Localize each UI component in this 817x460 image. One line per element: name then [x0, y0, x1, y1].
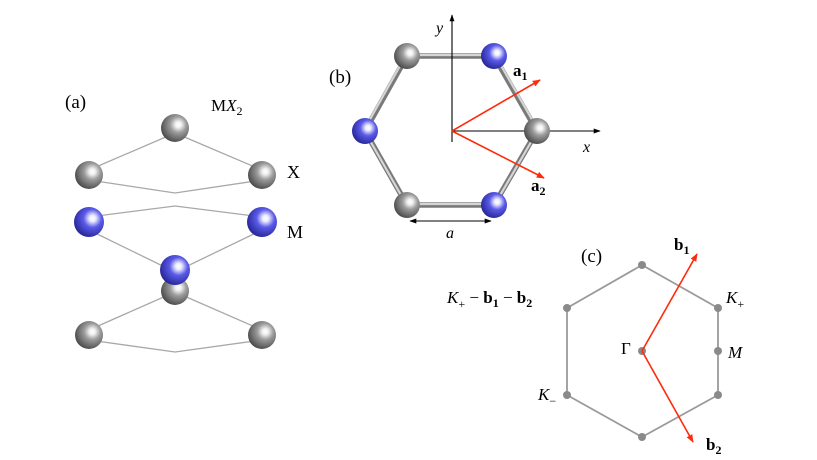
panel-b-label: (b): [329, 67, 351, 88]
x-atom: [524, 118, 550, 144]
a2-vector: [451, 130, 545, 179]
bottom-x-outline-lower: [88, 339, 263, 353]
a1-vector: [451, 79, 541, 132]
formula-label: MX2: [211, 96, 243, 118]
k-minus-point: [563, 391, 571, 399]
hexagon-bonds: [362, 53, 540, 208]
zone-corner-point: [638, 261, 646, 269]
x-atom: [161, 114, 189, 142]
x-axis-label: x: [582, 139, 590, 156]
k-minus-label: K−: [537, 385, 556, 408]
b2-vector: [641, 350, 694, 443]
m-atom: [352, 118, 378, 144]
b1-label: b1: [674, 235, 689, 257]
k-plus-label: K+: [725, 288, 744, 311]
m-point: [714, 347, 722, 355]
x-atom: [248, 161, 276, 189]
panel-c: (c) b1 b2 Γ M K+ K− K+ − b1 − b2: [446, 235, 744, 457]
panel-a-label: (a): [65, 92, 86, 113]
lattice-constant-label: a: [446, 225, 454, 242]
k-plus-point: [714, 304, 722, 312]
combo-point: [563, 304, 571, 312]
m-outline-upper: [88, 205, 263, 218]
combo-label: K+ − b1 − b2: [446, 288, 532, 311]
x-atom-label: X: [287, 162, 300, 182]
m-atom: [481, 192, 507, 218]
b1-vector: [641, 253, 698, 352]
m-atom: [74, 207, 104, 237]
x-atom: [248, 321, 276, 349]
m-atom: [247, 207, 277, 237]
x-atom: [394, 43, 420, 69]
panel-c-label: (c): [581, 246, 602, 267]
m-atom: [481, 43, 507, 69]
a1-label: a1: [513, 61, 528, 83]
panel-a: (a) MX2 X M: [65, 92, 303, 353]
zone-corner-point: [714, 391, 722, 399]
m-point-label: M: [727, 343, 743, 362]
x-atom: [75, 321, 103, 349]
x-atom: [75, 161, 103, 189]
x-atom: [394, 192, 420, 218]
b2-label: b2: [706, 435, 721, 457]
zone-corner-point: [638, 433, 646, 441]
a2-label: a2: [531, 176, 546, 198]
panel-b: (b) y x a1 a2: [329, 14, 601, 242]
m-atom: [160, 255, 190, 285]
y-axis-label: y: [434, 20, 444, 37]
m-atom-label: M: [287, 222, 303, 242]
gamma-label: Γ: [621, 339, 631, 358]
x-atom: [161, 277, 189, 305]
layer-outlines: [88, 132, 263, 353]
top-x-outline-lower: [88, 179, 263, 194]
